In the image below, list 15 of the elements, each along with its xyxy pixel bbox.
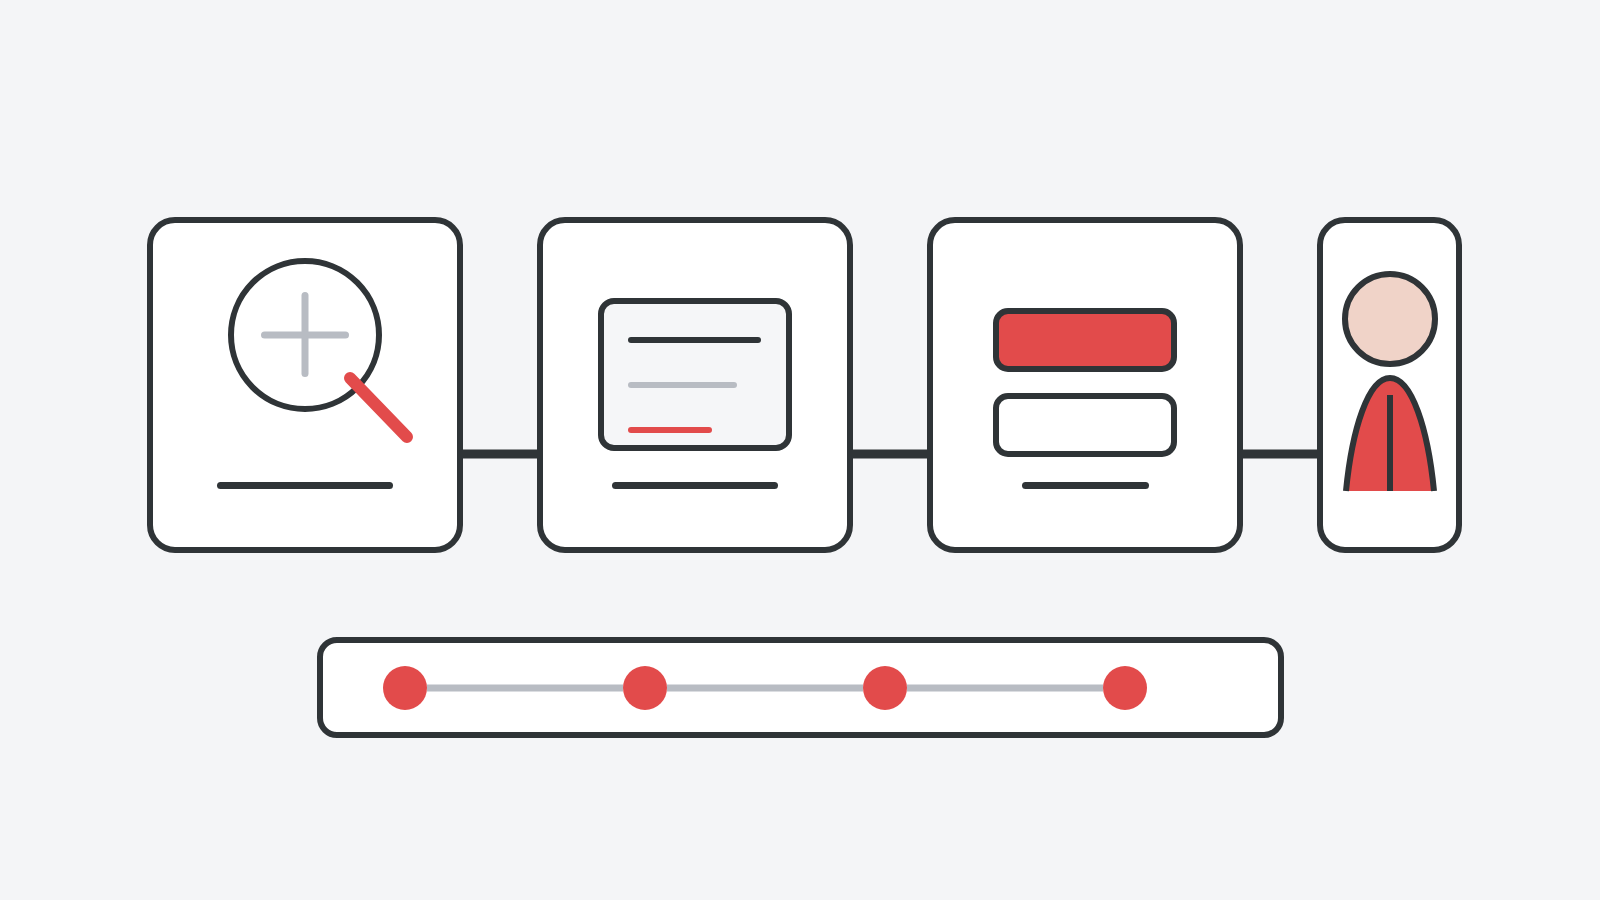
step-dot (623, 666, 667, 710)
connector-line (427, 684, 623, 692)
track-panel (317, 637, 1284, 738)
rounded-card (1317, 217, 1462, 553)
connector-line (1243, 449, 1317, 459)
step-dot (863, 666, 907, 710)
step-dot (383, 666, 427, 710)
connector-line (667, 684, 863, 692)
rounded-card (147, 217, 463, 553)
step-dot (1103, 666, 1147, 710)
connector-line (853, 449, 927, 459)
connector-line (463, 449, 537, 459)
connector-line (907, 684, 1103, 692)
rounded-card (537, 217, 853, 553)
rounded-card (927, 217, 1243, 553)
